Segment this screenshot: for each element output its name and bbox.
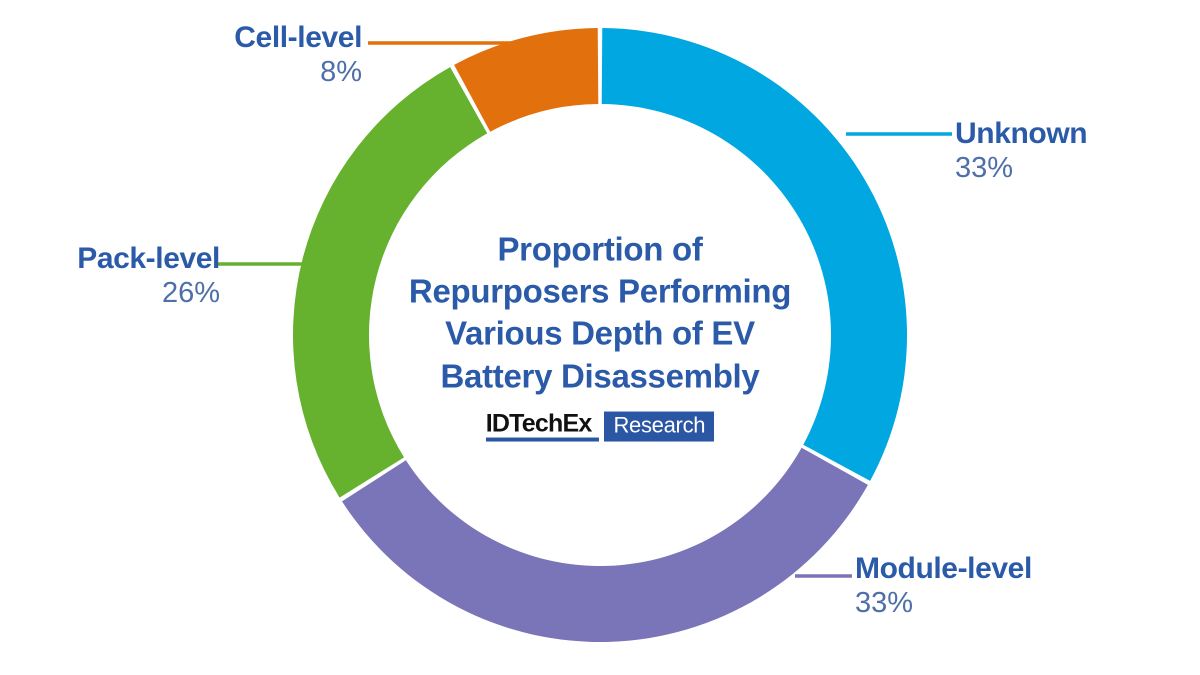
donut-slices	[293, 28, 908, 642]
callout-pack-level-label: Pack-level	[77, 242, 220, 275]
callout-cell-level-label: Cell-level	[234, 21, 362, 54]
leader-lines	[218, 41, 952, 578]
callout-pack-level-value: 26%	[161, 276, 220, 309]
callout-unknown-value: 33%	[955, 151, 1014, 184]
callout-module-level: Module-level 33%	[855, 553, 1032, 621]
callout-unknown: Unknown 33%	[955, 117, 1088, 186]
donut-slice-cell-level[interactable]	[454, 28, 599, 132]
callout-cell-level-value: 8%	[320, 55, 362, 88]
callout-pack-level: Pack-level 26%	[77, 243, 220, 311]
callout-cell-level: Cell-level 8%	[234, 22, 362, 90]
donut-slice-unknown[interactable]	[601, 28, 908, 481]
callout-unknown-label: Unknown	[955, 117, 1088, 150]
callout-module-level-value: 33%	[855, 586, 914, 619]
donut-slice-pack-level[interactable]	[293, 67, 488, 498]
donut-slice-module-level[interactable]	[342, 447, 868, 642]
callout-module-level-label: Module-level	[855, 552, 1032, 585]
